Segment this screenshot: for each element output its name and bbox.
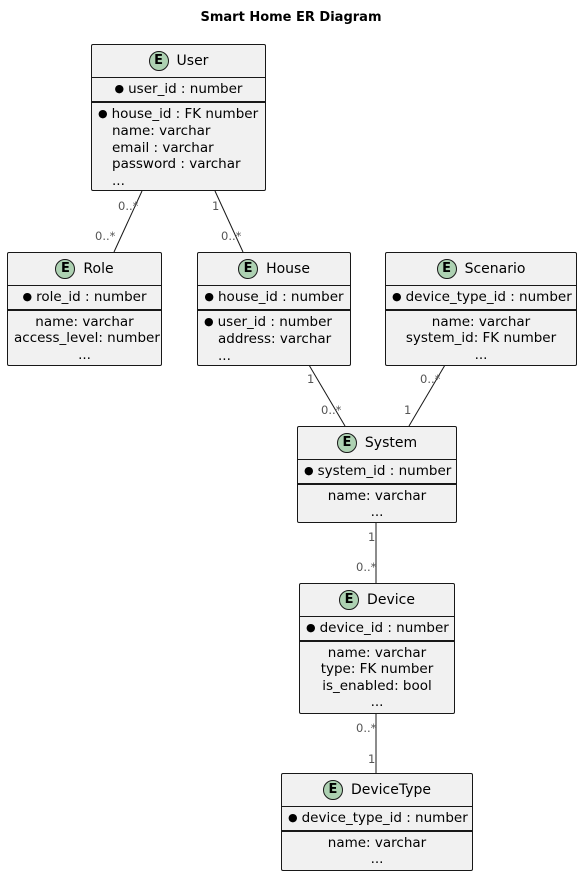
entity-device: E Device ●device_id : number name: varch…	[299, 583, 455, 714]
attribute-row: system_id: FK number	[405, 330, 557, 346]
entity-header: E DeviceType	[282, 774, 472, 807]
primary-key: ●device_type_id : number	[282, 807, 472, 832]
entity-icon: E	[55, 259, 76, 279]
edge-user-house	[214, 190, 244, 253]
cardinality-user-house-from: 1	[212, 199, 220, 213]
attribute-row: is_enabled: bool	[322, 677, 432, 694]
cardinality-user-role-to: 0..*	[95, 229, 116, 243]
entity-name: User	[176, 52, 209, 69]
entity-header: E Scenario	[386, 253, 576, 286]
attribute-row: ...	[112, 172, 125, 189]
edge-house-system	[308, 364, 346, 427]
attribute-row: ...	[370, 851, 384, 867]
entity-devicetype: E DeviceType ●device_type_id : number na…	[281, 773, 473, 871]
attribute-row: name: varchar	[431, 313, 531, 330]
attribute-row: ...	[370, 694, 384, 710]
attribute-row: ...	[370, 504, 384, 520]
entity-house: E House ●house_id : number ●user_id : nu…	[197, 252, 351, 366]
attribute-list: name: varchar type: FK number is_enabled…	[300, 642, 454, 715]
primary-key: ●house_id : number	[198, 286, 350, 311]
attribute-row: password : varchar	[112, 156, 241, 172]
attribute-row: access_level: number	[14, 330, 160, 346]
entity-header: E User	[92, 45, 265, 78]
entity-icon: E	[148, 51, 169, 71]
diagram-title: Smart Home ER Diagram	[200, 10, 382, 25]
entity-icon: E	[436, 259, 457, 279]
attribute-list: ●user_id : number address: varchar ...	[198, 311, 350, 369]
attribute-list: name: varchar access_level: number ...	[8, 311, 161, 368]
attribute-row: type: FK number	[320, 661, 434, 677]
entity-name: Scenario	[464, 260, 526, 277]
entity-name: Role	[83, 260, 114, 277]
attribute-row: email : varchar	[112, 139, 214, 156]
attribute-row: ●user_id : number	[204, 313, 332, 330]
key-bullet-icon: ●	[204, 290, 214, 303]
attribute-row: name: varchar	[327, 834, 427, 851]
attribute-list: ●house_id : FK number name: varchar emai…	[92, 103, 265, 194]
entity-header: E Role	[8, 253, 161, 286]
cardinality-system-device-from: 1	[368, 530, 376, 544]
entity-icon: E	[238, 259, 259, 279]
attribute-list: name: varchar ...	[298, 485, 456, 525]
cardinality-user-role-from: 0..*	[118, 199, 139, 213]
entity-header: E House	[198, 253, 350, 286]
entity-name: System	[364, 434, 418, 451]
primary-key: ●user_id : number	[92, 78, 265, 103]
attribute-row: ...	[78, 346, 91, 363]
key-bullet-icon: ●	[288, 811, 298, 824]
cardinality-scenario-system-to: 1	[404, 403, 412, 417]
attribute-row: ...	[218, 347, 231, 364]
attribute-list: name: varchar system_id: FK number ...	[386, 311, 576, 368]
primary-key: ●role_id : number	[8, 286, 161, 311]
key-bullet-icon: ●	[114, 82, 125, 95]
attribute-row: name: varchar	[327, 644, 427, 661]
key-bullet-icon: ●	[304, 464, 314, 477]
edge-user-role	[113, 190, 143, 253]
attribute-row: ...	[474, 346, 488, 363]
entity-icon: E	[339, 590, 360, 610]
edge-scenario-system	[408, 364, 446, 427]
cardinality-system-device-to: 0..*	[356, 560, 377, 574]
entity-name: Device	[367, 591, 415, 608]
cardinality-device-devicetype-from: 0..*	[356, 721, 377, 735]
entity-name: DeviceType	[350, 781, 432, 798]
entity-header: E Device	[300, 584, 454, 617]
primary-key: ●device_id : number	[300, 617, 454, 642]
attribute-row: name: varchar	[327, 487, 427, 504]
cardinality-scenario-system-from: 0..*	[420, 372, 441, 386]
attribute-row: name: varchar	[35, 313, 134, 330]
key-bullet-icon: ●	[392, 290, 402, 303]
entity-icon: E	[322, 780, 343, 800]
entity-name: House	[266, 260, 310, 277]
primary-key: ●device_type_id : number	[386, 286, 576, 311]
entity-role: E Role ●role_id : number name: varchar a…	[7, 252, 162, 366]
cardinality-house-system-to: 0..*	[321, 403, 342, 417]
attribute-row: ●house_id : FK number	[98, 105, 259, 122]
entity-icon: E	[336, 433, 357, 453]
key-bullet-icon: ●	[306, 621, 316, 634]
entity-user: E User ●user_id : number ●house_id : FK …	[91, 44, 266, 191]
primary-key: ●system_id : number	[298, 460, 456, 485]
cardinality-house-system-from: 1	[307, 372, 315, 386]
entity-header: E System	[298, 427, 456, 460]
key-bullet-icon: ●	[22, 290, 33, 303]
attribute-row: address: varchar	[218, 331, 332, 347]
cardinality-user-house-to: 0..*	[221, 229, 242, 243]
attribute-row: name: varchar	[112, 123, 211, 139]
cardinality-device-devicetype-to: 1	[368, 752, 376, 766]
key-bullet-icon: ●	[204, 314, 214, 328]
entity-scenario: E Scenario ●device_type_id : number name…	[385, 252, 577, 366]
key-bullet-icon: ●	[98, 106, 108, 120]
entity-system: E System ●system_id : number name: varch…	[297, 426, 457, 523]
attribute-list: name: varchar ...	[282, 832, 472, 872]
